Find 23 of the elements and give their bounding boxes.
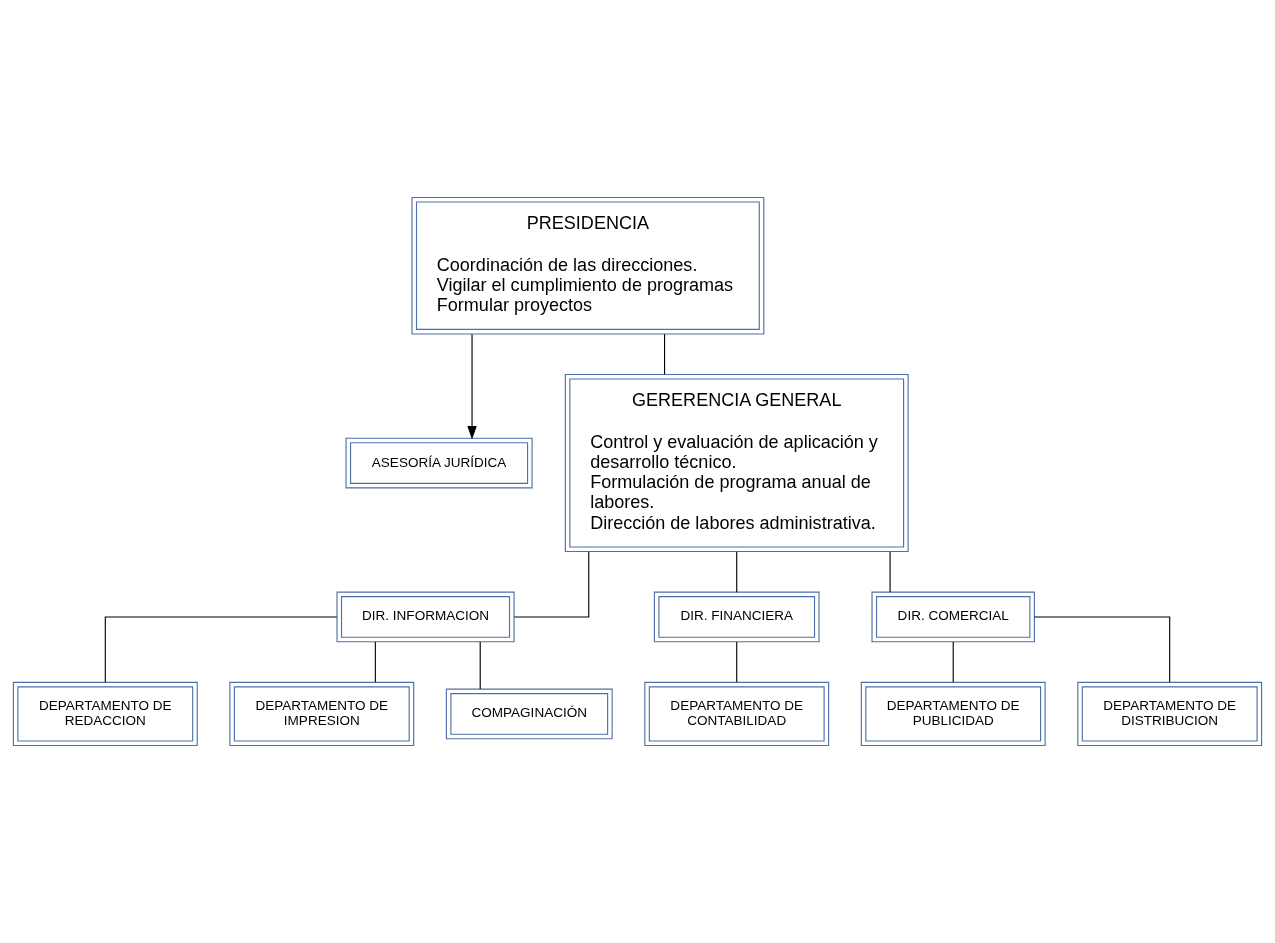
connector [374, 641, 376, 683]
connector [736, 551, 738, 593]
connector [104, 616, 338, 683]
node-box: DEPARTAMENTO DE PUBLICIDAD [860, 681, 1046, 747]
node-box: COMPAGINACIÓN [445, 688, 613, 740]
node-box: GERERENCIA GENERAL Control y evaluación de aplicación y desarrollo técnico. Formulación de programa anual de labores. Dirección de labores administrativa. [564, 373, 909, 553]
node-box: ASESORÍA JURÍDICA [345, 437, 533, 489]
node-box: DIR. COMERCIAL [871, 591, 1035, 643]
node-box: DEPARTAMENTO DE DISTRIBUCION [1077, 681, 1263, 747]
node-box: DEPARTAMENTO DE IMPRESION [229, 681, 415, 747]
connector [664, 333, 666, 375]
connector [736, 641, 738, 683]
node-box: DEPARTAMENTO DE REDACCION [12, 681, 198, 747]
node-box: DIR. INFORMACION [336, 591, 515, 643]
connector [1033, 616, 1171, 683]
connector [479, 641, 481, 690]
arrow [467, 333, 477, 440]
node-box: DEPARTAMENTO DE CONTABILIDAD [644, 681, 830, 747]
node-box: PRESIDENCIA Coordinación de las direcciones. Vigilar el cumplimiento de programas Formular proyectos [411, 196, 765, 335]
connector [952, 641, 954, 683]
connector [889, 551, 891, 593]
node-box: DIR. FINANCIERA [653, 591, 820, 643]
connector [513, 551, 590, 618]
